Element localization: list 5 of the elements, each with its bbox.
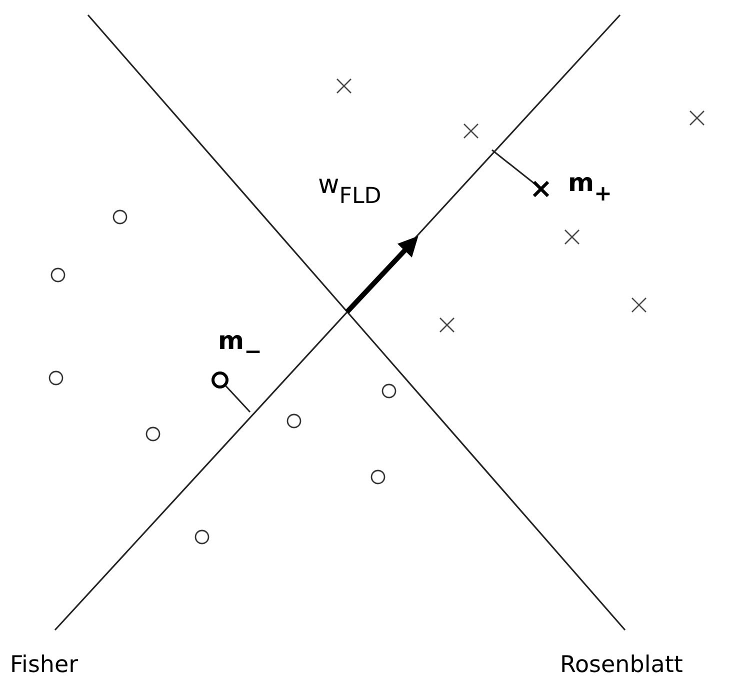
line-label: Fisher xyxy=(10,654,78,677)
mean-label: m$_{+}$ xyxy=(568,170,612,205)
line-label: Rosenblatt xyxy=(560,654,683,677)
vector-label: w$_{FLD}$ xyxy=(318,172,382,208)
mean-label: m$_{−}$ xyxy=(218,328,262,363)
